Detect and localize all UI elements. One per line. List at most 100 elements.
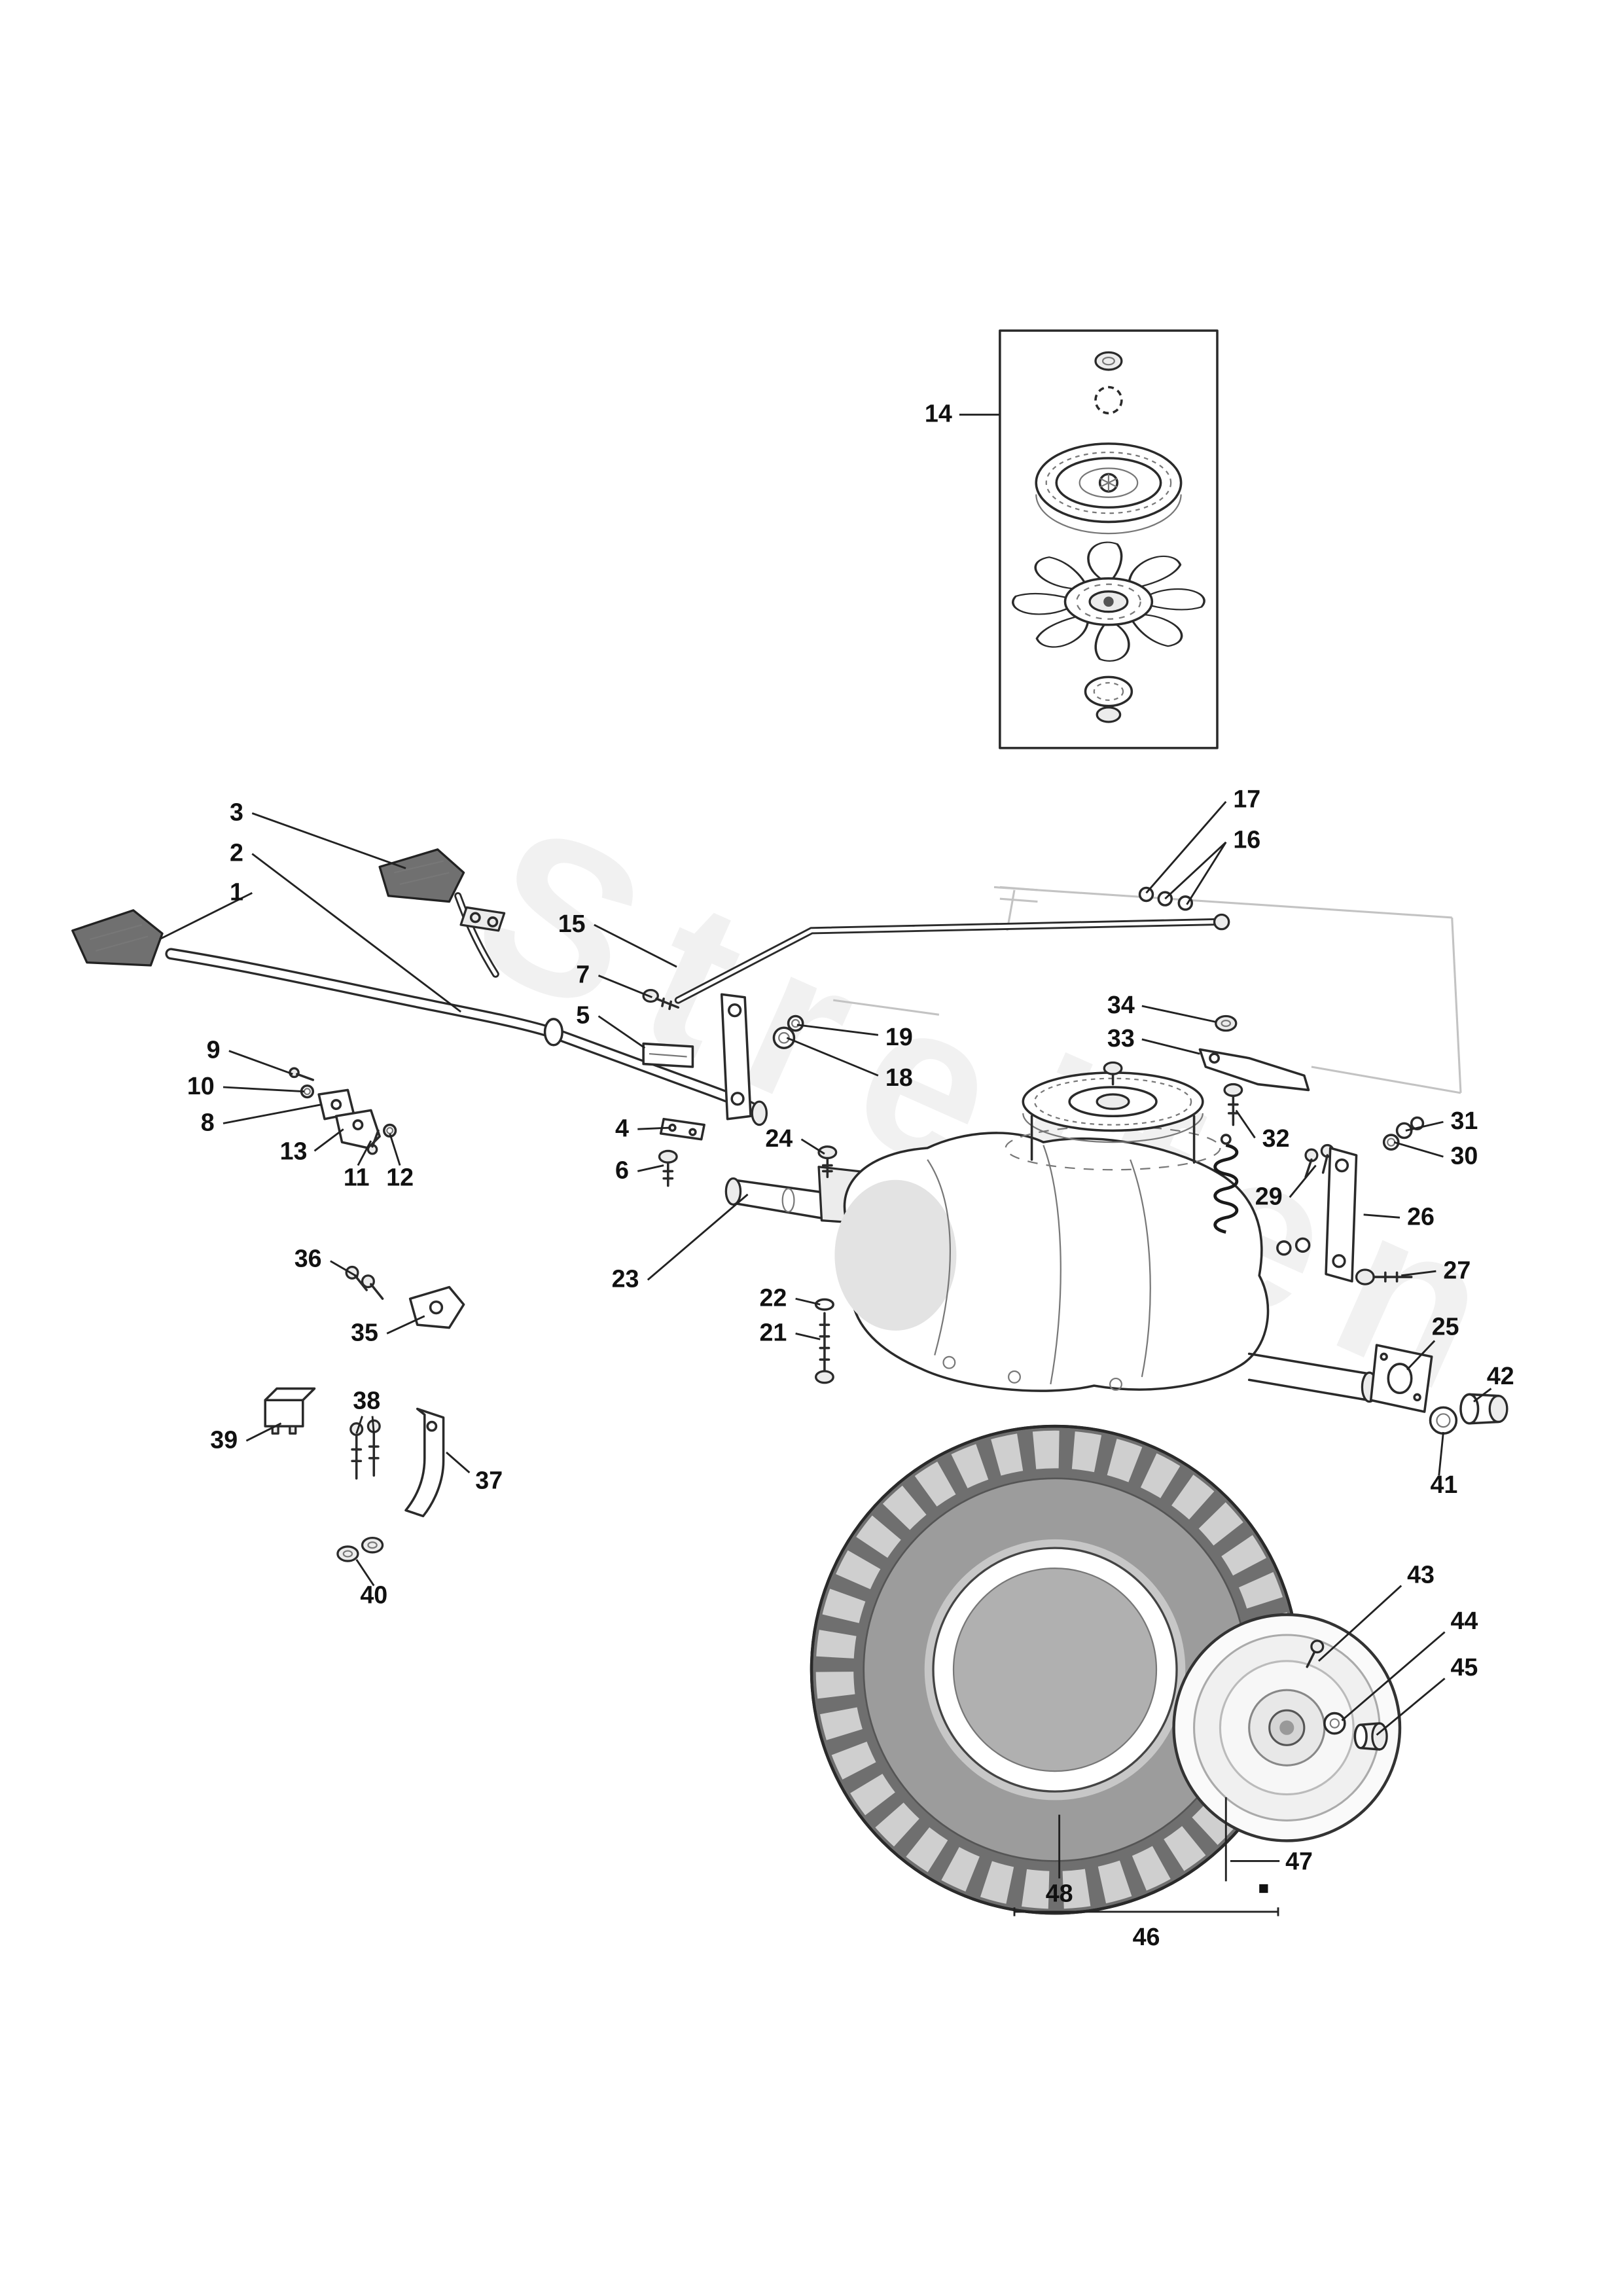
part-label-31: 31 [1451, 1107, 1478, 1134]
leader-2 [251, 853, 462, 1013]
linkage-rod-15-inner [676, 920, 1217, 1002]
plate-26-hole [1334, 1158, 1349, 1173]
part-label-15: 15 [558, 910, 586, 937]
flange-hole [1380, 1352, 1388, 1361]
leader-6 [637, 1164, 664, 1172]
hanger-hole [728, 1003, 742, 1018]
leader-39 [245, 1422, 282, 1442]
leader-10 [223, 1086, 305, 1093]
spring-hook [1220, 1134, 1232, 1145]
leader-22 [795, 1297, 821, 1306]
leader-5 [597, 1015, 646, 1049]
washer-19-hole [791, 1018, 800, 1028]
pedal-3-ridges [394, 860, 450, 886]
leader-35 [386, 1315, 425, 1335]
nut-40a-hole [342, 1550, 353, 1558]
rod-ball-end [1213, 913, 1230, 931]
tire-48 [810, 1424, 1300, 1915]
leader-33 [1141, 1038, 1200, 1055]
part-label-21: 21 [759, 1319, 787, 1346]
bolt-21-head [814, 1370, 834, 1384]
part-label-42: 42 [1487, 1362, 1514, 1390]
washer-44 [1323, 1712, 1346, 1735]
right-brackets-group [1198, 1014, 1425, 1285]
bracket-5-detail [649, 1052, 687, 1058]
part-label-11: 11 [344, 1164, 370, 1191]
nut [1096, 706, 1122, 723]
leader-4 [637, 1126, 671, 1130]
part-label-30: 30 [1451, 1141, 1478, 1169]
washer-30 [1382, 1134, 1400, 1151]
pedal-1-ridges [89, 924, 149, 952]
leader-15 [594, 924, 677, 968]
leader-13 [313, 1128, 344, 1152]
rod-joint-bracket [459, 906, 506, 932]
switch-39-body [264, 1399, 304, 1427]
nut-34 [1215, 1014, 1238, 1032]
part-label-47: 47 [1285, 1848, 1313, 1875]
inset-assembly-14 [999, 329, 1219, 749]
leader-9 [228, 1050, 293, 1075]
screw-36b-shaft [370, 1283, 384, 1300]
part-label-12: 12 [386, 1164, 414, 1191]
part-label-36: 36 [294, 1245, 322, 1272]
part-label-29: 29 [1255, 1182, 1283, 1210]
axle-23-cap [724, 1177, 742, 1206]
cap-45-side [1359, 1722, 1381, 1751]
leader-25 [1406, 1340, 1436, 1371]
joint-hole [469, 912, 481, 924]
part-label-37: 37 [475, 1466, 503, 1494]
leader-11 [357, 1140, 372, 1166]
drive-pulley-rim [1022, 1113, 1204, 1143]
pedal-link-inner [456, 894, 497, 976]
lower-left-parts [264, 1265, 465, 1562]
hanger-bracket-group [642, 988, 804, 1187]
leader-8 [223, 1103, 322, 1124]
clip-4-hole [688, 1128, 697, 1136]
switch-39-top [264, 1387, 316, 1402]
hanger-plate [720, 993, 752, 1121]
leader-23 [647, 1193, 749, 1281]
part-label-32: 32 [1262, 1124, 1290, 1152]
flange-25-hole [1387, 1363, 1413, 1394]
part-label-5: 5 [576, 1001, 590, 1029]
body-shading [834, 1179, 957, 1331]
part-label-6: 6 [615, 1157, 629, 1184]
clip-4 [659, 1117, 705, 1141]
screw-29a-shaft [1304, 1158, 1313, 1179]
part-label-33: 33 [1107, 1024, 1135, 1052]
screw-9-shaft [296, 1073, 315, 1081]
hanger-hole [730, 1092, 745, 1106]
leader-27 [1401, 1270, 1436, 1277]
nut-40a [336, 1545, 359, 1562]
part-label-18: 18 [885, 1064, 913, 1091]
joint-hole [487, 916, 499, 927]
part-label-46: 46 [1133, 1923, 1160, 1950]
leader-17 [1145, 800, 1227, 894]
bolt-32-shaft [1227, 1094, 1239, 1126]
part-label-8: 8 [201, 1108, 215, 1136]
bolt-21-shaft [819, 1312, 830, 1376]
leader-21 [795, 1333, 821, 1340]
bracket-37-hole [426, 1420, 438, 1432]
screw-38b-shaft [368, 1431, 380, 1477]
plate-26 [1325, 1147, 1358, 1283]
washer [1294, 1237, 1311, 1253]
leader-24 [800, 1138, 825, 1155]
rod-collar [543, 1018, 563, 1047]
washer-18 [772, 1026, 796, 1049]
part-label-2: 2 [230, 839, 243, 867]
body-rib [1043, 1145, 1061, 1385]
bracket-13-hole [352, 1119, 364, 1130]
drive-pulley-hub [1096, 1093, 1130, 1110]
lock-washer [1094, 386, 1123, 415]
drive-pulley-inner [1068, 1086, 1158, 1118]
leader-30 [1393, 1141, 1444, 1158]
bolt-24-shaft [821, 1157, 833, 1179]
bushing-42-face [1459, 1393, 1480, 1425]
valve-cap-43 [1310, 1640, 1325, 1654]
nut-40b-hole [367, 1541, 378, 1549]
bolt-27-shaft [1372, 1271, 1413, 1283]
bracket-35-hole [429, 1300, 444, 1315]
